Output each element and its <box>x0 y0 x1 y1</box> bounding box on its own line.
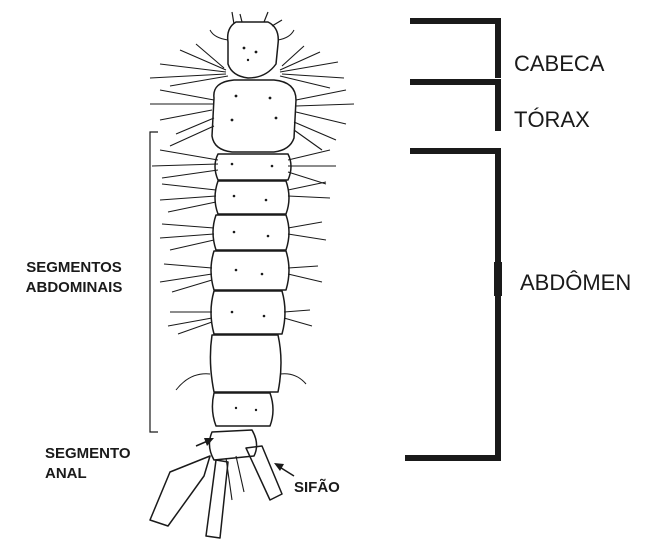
label-sifao: SIFÃO <box>294 478 340 498</box>
siphon <box>246 446 282 500</box>
label-segmento-anal: SEGMENTO ANAL <box>45 444 131 485</box>
label-segmentos-line1: SEGMENTOS <box>3 258 145 278</box>
label-abdominais-line2: ABDOMINAIS <box>3 278 145 298</box>
abdominal-segments-brace <box>150 132 158 432</box>
label-torax: TÓRAX <box>514 108 590 132</box>
siphon-arrowhead <box>274 463 284 471</box>
larva-thorax <box>212 80 296 152</box>
region-bracket <box>405 21 501 458</box>
segment-bristles <box>152 150 336 390</box>
label-cabeca: CABECA <box>514 52 604 76</box>
larva-body <box>150 12 296 538</box>
label-segmentos-abdominais: SEGMENTOS ABDOMINAIS <box>3 258 145 299</box>
label-abdomen: ABDÔMEN <box>520 271 631 295</box>
head-bristles <box>150 44 344 88</box>
label-segmento-line1: SEGMENTO <box>45 444 131 464</box>
body-texture <box>231 47 278 412</box>
label-anal-line2: ANAL <box>45 464 131 484</box>
larva-head <box>228 22 279 78</box>
thorax-bristles <box>150 90 354 150</box>
